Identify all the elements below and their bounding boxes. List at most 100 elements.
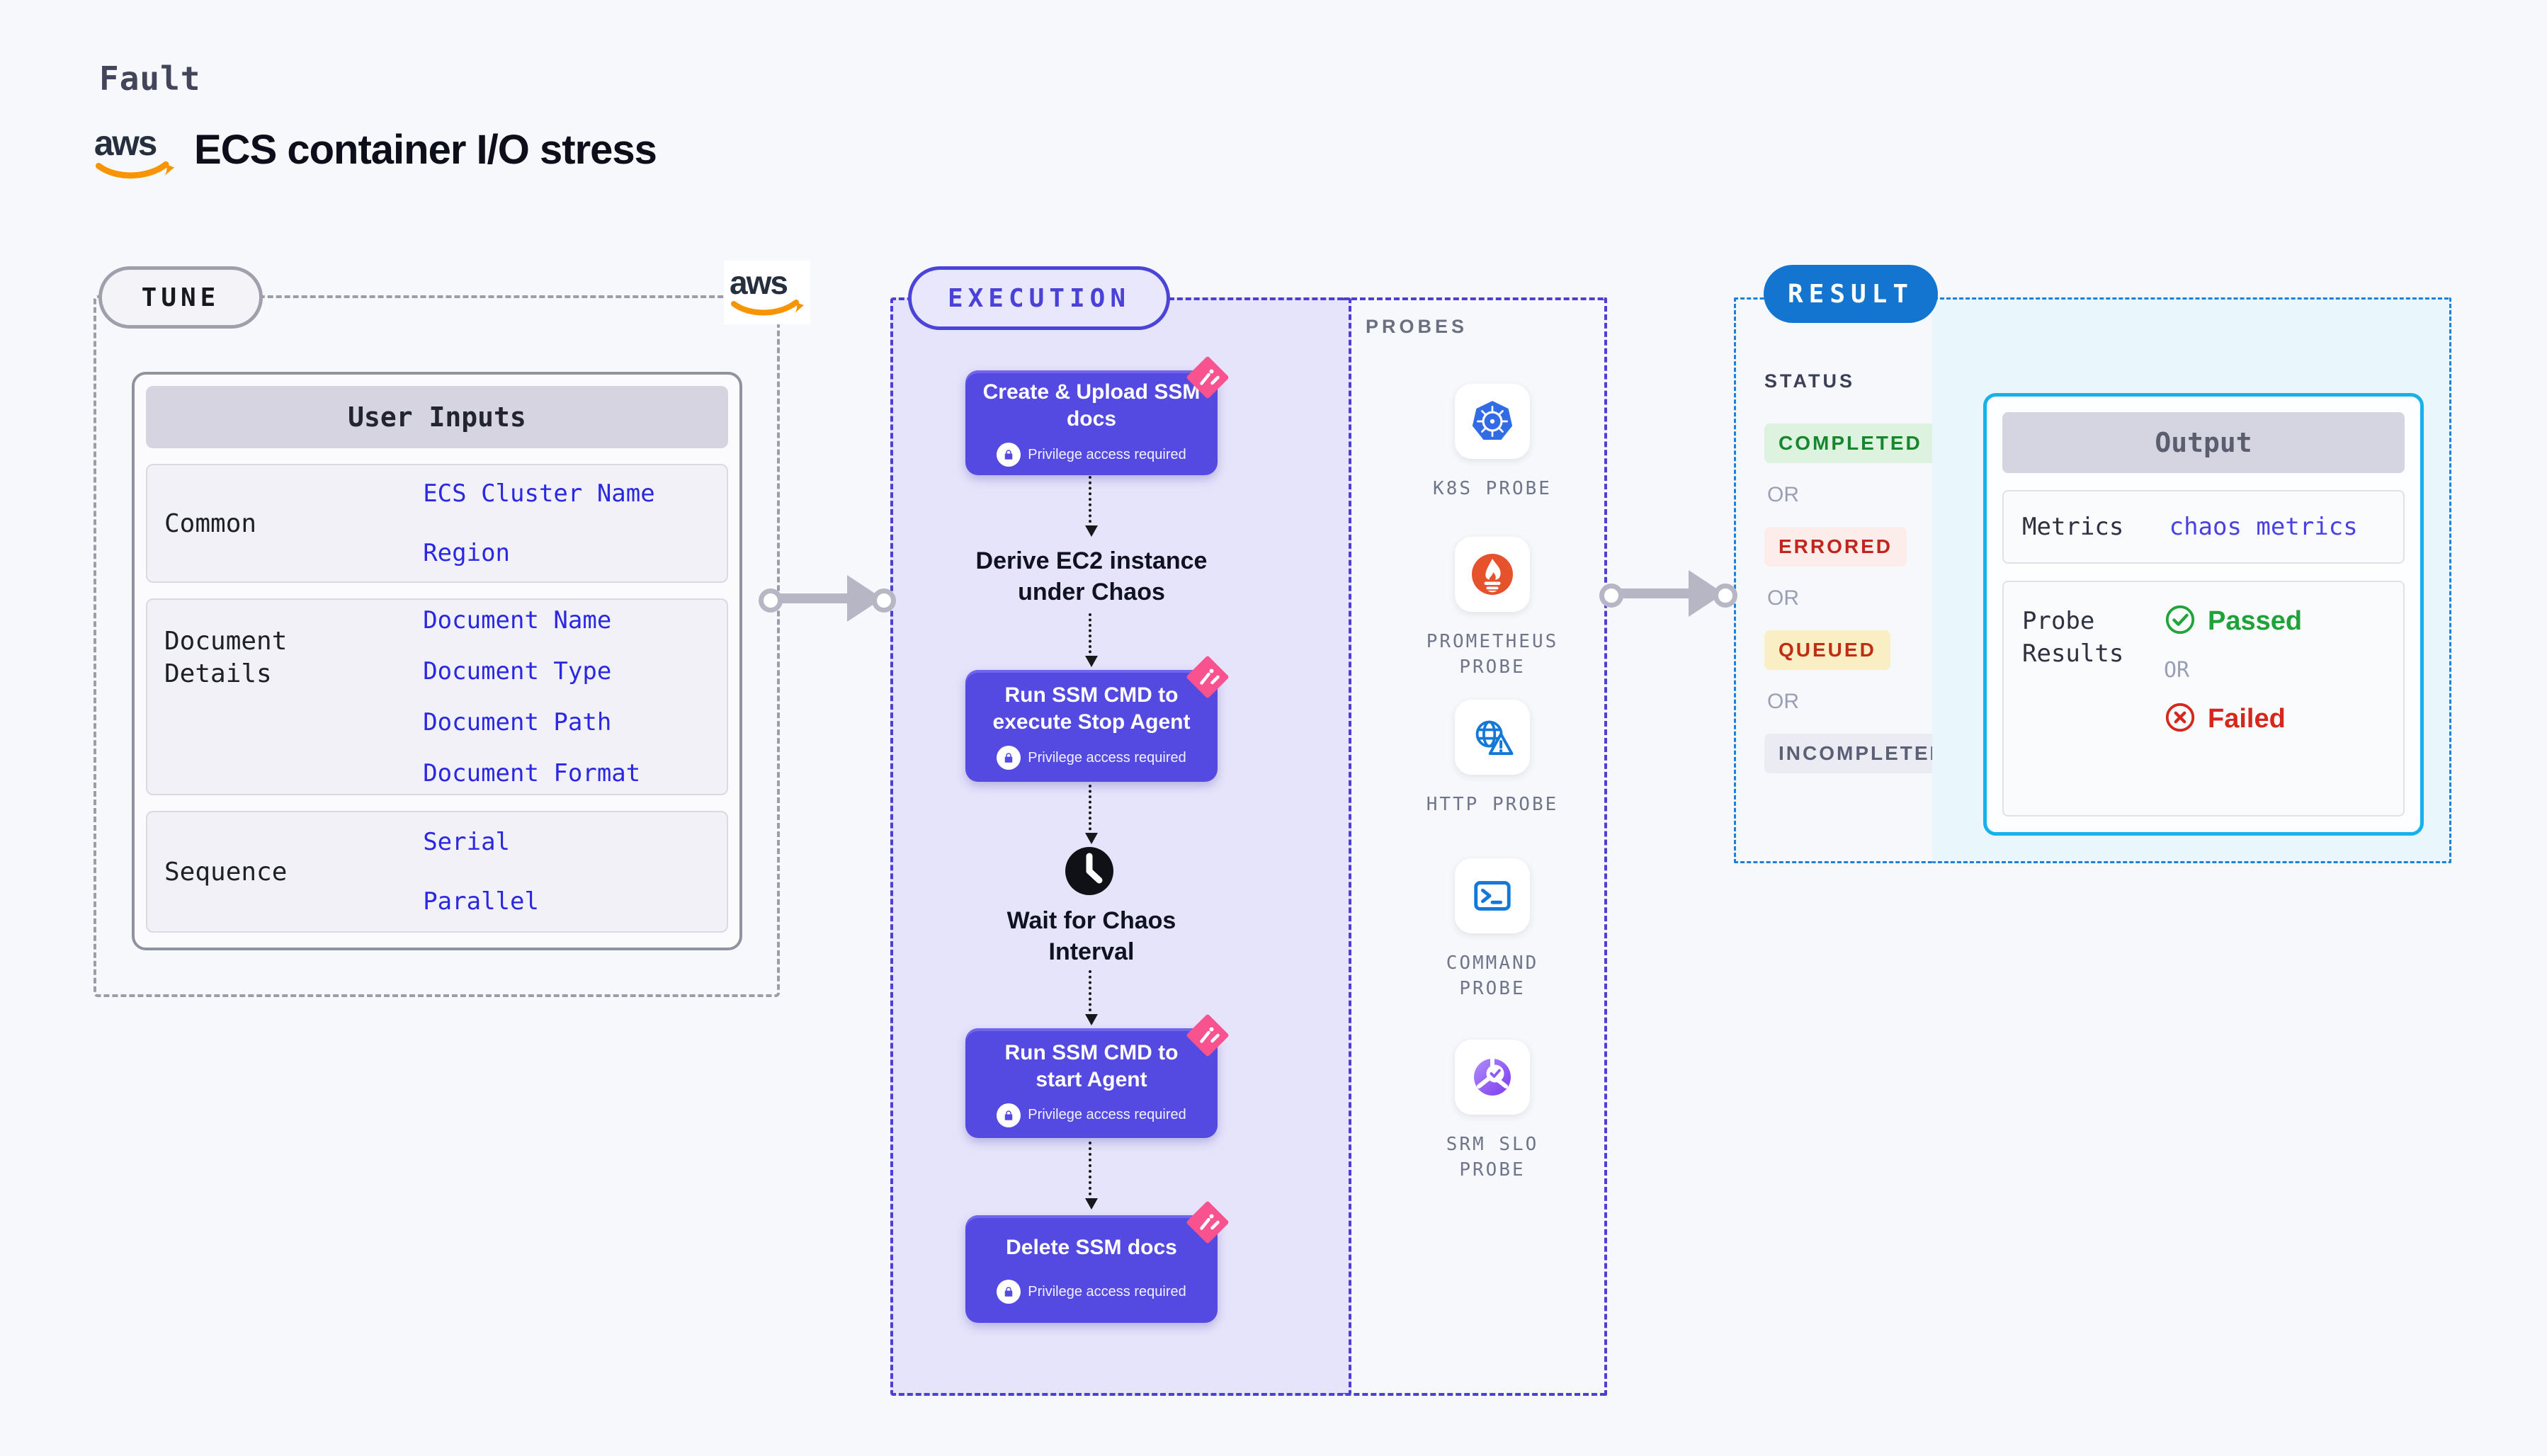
probe-item-command: COMMAND PROBE xyxy=(1368,858,1616,1001)
input-value: ECS Cluster Name xyxy=(423,479,655,508)
probe-label: SRM SLO PROBE xyxy=(1446,1134,1539,1181)
table-row: Common ECS Cluster Name Region xyxy=(146,464,728,583)
step-run-ssm-stop-agent: Run SSM CMD to execute Stop Agent Privil… xyxy=(965,656,1229,782)
step-derive-ec2: Derive EC2 instance under Chaos xyxy=(975,547,1208,605)
slo-gauge-icon xyxy=(1455,1040,1530,1115)
lock-icon xyxy=(997,1280,1021,1304)
aws-logo: aws xyxy=(92,123,177,183)
terminal-icon xyxy=(1455,858,1530,933)
probes-section-box xyxy=(1343,297,1607,1396)
privilege-note: Privilege access required xyxy=(1028,1283,1186,1299)
probe-label: PROMETHEUS PROBE xyxy=(1426,631,1559,678)
probe-results-row: Probe Results Passed OR xyxy=(2002,581,2405,817)
passed-result: Passed xyxy=(2164,603,2302,639)
input-value: Document Name xyxy=(423,606,612,635)
table-row: Document Details Document Name Document … xyxy=(146,598,728,795)
step-title: Delete SSM docs xyxy=(1006,1236,1177,1259)
privilege-note: Privilege access required xyxy=(1028,446,1186,462)
tune-section-box xyxy=(93,295,780,997)
row-label: Sequence xyxy=(164,857,288,887)
execution-badge: EXECUTION xyxy=(908,266,1170,330)
input-value: Document Type xyxy=(423,657,612,686)
probe-label: HTTP PROBE xyxy=(1426,794,1559,815)
privilege-note: Privilege access required xyxy=(1028,749,1186,766)
probe-item-prometheus: PROMETHEUS PROBE xyxy=(1368,537,1616,680)
result-status-box: STATUS COMPLETED OR ERRORED OR QUEUED OR… xyxy=(1734,297,1961,863)
step-run-ssm-start-agent: Run SSM CMD to start Agent Privilege acc… xyxy=(965,1014,1229,1138)
arrow-execution-to-result xyxy=(1613,588,1690,598)
chaos-spark-icon xyxy=(1186,1201,1229,1244)
lock-icon xyxy=(997,1103,1021,1127)
metrics-label: Metrics xyxy=(2022,513,2124,541)
step-delete-ssm-docs: Delete SSM docs Privilege access require… xyxy=(965,1201,1229,1323)
connector-dot xyxy=(759,588,783,613)
input-value: Parallel xyxy=(423,887,539,916)
passed-label: Passed xyxy=(2208,606,2303,636)
output-title: Output xyxy=(2002,412,2405,473)
chaos-spark-icon xyxy=(1186,1014,1229,1057)
row-label: Common xyxy=(164,508,257,538)
probe-label: COMMAND PROBE xyxy=(1446,952,1539,999)
or-separator: OR xyxy=(2164,658,2190,683)
step-wait-chaos-interval: Wait for Chaos Interval xyxy=(1006,907,1176,965)
clock-icon xyxy=(1064,846,1115,897)
kubernetes-icon xyxy=(1455,384,1530,459)
flow-arrow xyxy=(1085,970,1098,1025)
x-circle-icon xyxy=(2164,701,2196,737)
result-badge: RESULT xyxy=(1764,265,1938,323)
or-separator: OR xyxy=(1767,483,1799,506)
status-badge-incompleted: INCOMPLETED xyxy=(1764,734,1961,773)
chaos-spark-icon xyxy=(1186,656,1229,698)
status-badge-errored: ERRORED xyxy=(1764,527,1907,567)
failed-label: Failed xyxy=(2208,704,2286,734)
http-globe-icon xyxy=(1455,700,1530,775)
row-label: Document Details xyxy=(164,627,288,688)
page-title: ECS container I/O stress xyxy=(194,127,657,173)
chaos-spark-icon xyxy=(1186,356,1229,399)
probe-item-http: HTTP PROBE xyxy=(1368,700,1616,817)
metrics-value: chaos metrics xyxy=(2169,513,2358,541)
flow-arrow xyxy=(1085,1142,1098,1210)
step-title: Create & Upload SSM docs xyxy=(982,380,1201,431)
probe-item-k8s: K8S PROBE xyxy=(1368,384,1616,501)
lock-icon xyxy=(997,746,1021,770)
probe-item-srm-slo: SRM SLO PROBE xyxy=(1368,1040,1616,1183)
flow-arrow xyxy=(1085,785,1098,844)
user-inputs-card: User Inputs Common ECS Cluster Name Regi… xyxy=(132,372,742,950)
input-value: Serial xyxy=(423,828,511,856)
tune-badge: TUNE xyxy=(98,266,263,329)
input-value: Region xyxy=(423,539,511,567)
privilege-note: Privilege access required xyxy=(1028,1107,1186,1122)
step-create-upload-ssm-docs: Create & Upload SSM docs Privilege acces… xyxy=(965,356,1229,475)
flow-arrow xyxy=(1085,613,1098,667)
connector-dot xyxy=(1599,584,1623,608)
connector-dot xyxy=(872,588,896,613)
flow-arrow xyxy=(1085,476,1098,537)
step-title: Run SSM CMD to start Agent xyxy=(1004,1040,1179,1091)
aws-logo-small: aws xyxy=(724,261,810,324)
failed-result: Failed xyxy=(2164,701,2286,737)
or-separator: OR xyxy=(1767,586,1799,610)
input-value: Document Format xyxy=(423,759,641,787)
svg-text:aws: aws xyxy=(94,125,157,163)
or-separator: OR xyxy=(1767,690,1799,713)
arrow-tune-to-execution xyxy=(771,593,850,603)
lock-icon xyxy=(997,443,1021,467)
step-title: Run SSM CMD to execute Stop Agent xyxy=(992,683,1191,734)
status-heading: STATUS xyxy=(1764,370,1855,392)
connector-dot xyxy=(1713,584,1737,608)
execution-section-box xyxy=(890,297,1351,1396)
user-inputs-title: User Inputs xyxy=(146,386,728,448)
input-value: Document Path xyxy=(423,708,612,736)
prometheus-icon xyxy=(1455,537,1530,612)
metrics-row: Metrics chaos metrics xyxy=(2002,490,2405,564)
probes-heading: PROBES xyxy=(1366,316,1468,337)
svg-text:aws: aws xyxy=(730,266,787,301)
status-badge-completed: COMPLETED xyxy=(1764,423,1936,463)
fault-kicker: Fault xyxy=(99,59,201,98)
probe-results-label: Probe Results xyxy=(2022,607,2124,668)
check-circle-icon xyxy=(2164,603,2196,639)
probe-label: K8S PROBE xyxy=(1433,478,1552,499)
table-row: Sequence Serial Parallel xyxy=(146,811,728,933)
